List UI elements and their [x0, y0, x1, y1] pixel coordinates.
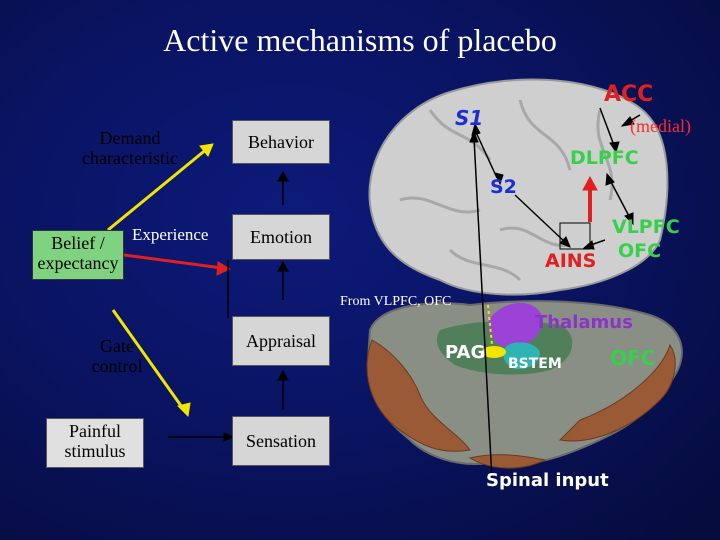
dashed-vlpfc-pag: [487, 304, 493, 346]
pag-yellow: [482, 346, 506, 358]
experience-label: Experience: [132, 225, 209, 244]
demand-characteristic-label: Demand characteristic: [82, 128, 178, 168]
appraisal-box: Appraisal: [232, 316, 330, 366]
bstem-label: BSTEM: [508, 356, 562, 372]
s1-label: S1: [455, 106, 484, 130]
acc-label: ACC: [604, 82, 654, 107]
spinal-input-label: Spinal input: [486, 470, 609, 491]
painful-stimulus-box: Painful stimulus: [46, 418, 144, 468]
ofc-bottom-label: OFC: [610, 346, 656, 370]
page-title: Active mechanisms of placebo: [163, 22, 557, 58]
thalamus-purple: [488, 302, 543, 349]
dlpfc-label: DLPFC: [570, 147, 639, 169]
yellow-arrow-demand: [107, 143, 214, 232]
thalamus-label: Thalamus: [535, 312, 633, 333]
red-arrow-experience: [123, 253, 232, 276]
painful-arrow: [168, 432, 235, 442]
arrow-acc-dlpfc: [599, 107, 620, 154]
red-arrow-ofc: [582, 175, 598, 222]
arrow-acc-medial: [620, 114, 641, 127]
s2-label: S2: [490, 176, 517, 198]
up-arrow-appraisal-emotion: [277, 260, 289, 300]
ains-label: AINS: [545, 250, 597, 272]
green-area: [436, 320, 573, 375]
sensation-box: Sensation: [232, 416, 330, 466]
arrow-dlpfc-vlpfc: [605, 172, 634, 226]
arrow-vlpfc-ains: [582, 239, 606, 250]
cortex-folds: [399, 99, 614, 282]
from-vlpfc-ofc-text: From VLPFC, OFC: [340, 294, 452, 309]
vlpfc-label: VLPFC: [612, 216, 680, 238]
emotion-box: Emotion: [232, 214, 330, 260]
ains-box: [559, 222, 591, 250]
up-arrow-emotion-behavior: [277, 170, 289, 205]
medial-label: (medial): [630, 116, 691, 136]
arrow-s2-ains: [514, 194, 571, 248]
bstem-teal: [503, 342, 540, 370]
up-arrow-sensation-appraisal: [277, 369, 289, 410]
pag-label: PAG: [445, 342, 486, 363]
brown-matter: [366, 339, 676, 469]
cortex-shape: [368, 78, 669, 296]
ofc-top-label: OFC: [618, 240, 662, 262]
behavior-box: Behavior: [232, 120, 330, 164]
gate-control-label: Gate control: [91, 336, 143, 376]
belief-expectancy-box: Belief / expectancy: [32, 230, 124, 280]
arrow-spinal-s1: [469, 130, 493, 481]
yellow-arrow-gate: [111, 309, 191, 418]
